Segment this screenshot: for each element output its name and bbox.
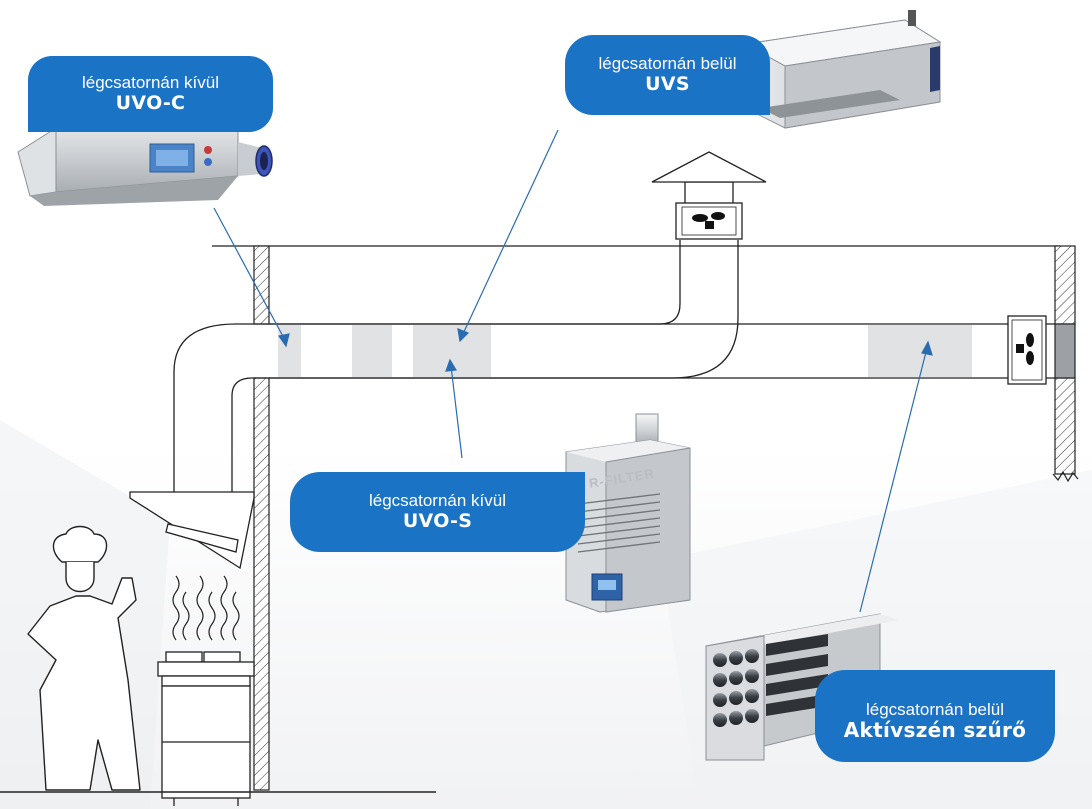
steam-icon <box>172 575 240 641</box>
callout-aktivszen-sub: légcsatornán belül <box>866 699 1004 719</box>
stove <box>157 651 255 806</box>
callout-uvo-c-sub: légcsatornán kívül <box>81 73 220 93</box>
callout-uvo-s: légcsatornán kívül UVO-S <box>290 472 585 552</box>
right-wall <box>1052 245 1079 483</box>
horizontal-duct <box>173 240 1055 492</box>
filter-sections <box>278 325 972 377</box>
roof-cap <box>651 151 767 205</box>
callout-uvo-s-title: UVO-S <box>402 509 473 532</box>
callout-uvs-sub: légcsatornán belül <box>598 54 737 74</box>
uvo-s-device <box>565 413 691 613</box>
callout-uvo-c: légcsatornán kívül UVO-C <box>28 56 273 132</box>
callout-aktivszen-szuro: légcsatornán belül Aktívszén szűrő <box>815 670 1055 762</box>
callout-uvo-c-title: UVO-C <box>115 91 186 114</box>
chef-figure-icon <box>27 525 141 791</box>
wall-fan-icon <box>1007 315 1047 385</box>
vertical-fan-icon <box>675 202 743 240</box>
pointer-lines <box>213 129 933 613</box>
callout-uvo-s-sub: légcsatornán kívül <box>368 491 507 511</box>
extraction-hood <box>129 491 255 570</box>
callout-uvs: légcsatornán belül UVS <box>565 35 770 115</box>
callout-aktivszen-title: Aktívszén szűrő <box>843 718 1027 743</box>
callout-uvs-title: UVS <box>645 72 690 95</box>
left-wall <box>253 245 270 791</box>
uvs-device <box>743 10 942 129</box>
